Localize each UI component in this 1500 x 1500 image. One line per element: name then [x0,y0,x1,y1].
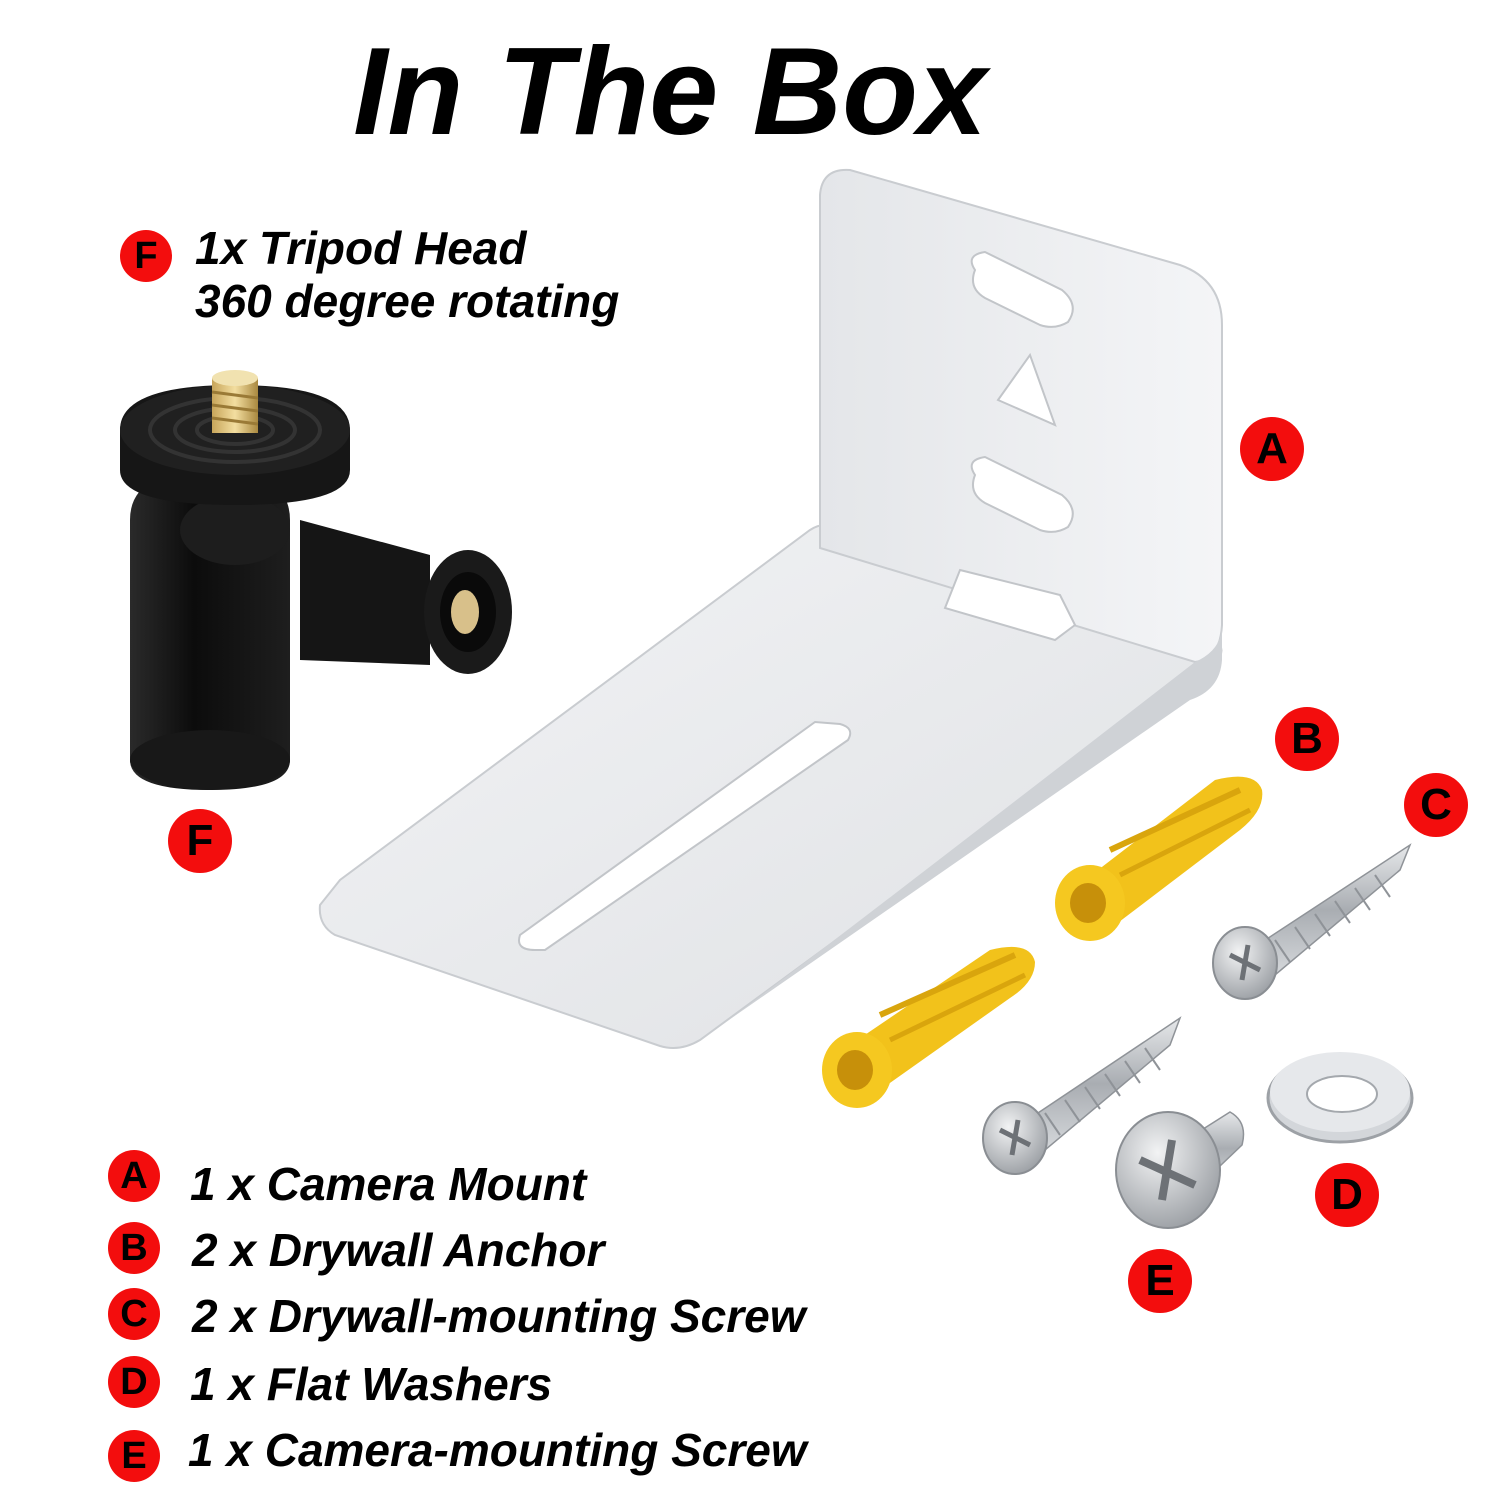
list-item-drywall-anchor: 2 x Drywall Anchor [192,1224,605,1276]
page-title: In The Box [353,23,987,161]
list-badge-e: E [108,1430,160,1482]
badge-f-header: F [120,230,172,282]
drywall-anchor-upper [1055,776,1263,941]
callout-e: E [1128,1249,1192,1313]
drywall-anchor-lower [822,946,1035,1108]
drywall-screw-lower [982,1016,1182,1175]
callout-a: A [1240,417,1304,481]
list-item-drywall-screw: 2 x Drywall-mounting Screw [192,1290,806,1342]
list-item-camera-screw: 1 x Camera-mounting Screw [188,1424,807,1476]
list-item-camera-mount: 1 x Camera Mount [190,1158,587,1210]
list-badge-d: D [108,1356,160,1408]
callout-f: F [168,809,232,873]
tripod-head [120,370,512,790]
list-badge-a: A [108,1150,160,1202]
tripod-subtitle: 360 degree rotating [195,275,620,327]
callout-b: B [1275,707,1339,771]
tripod-title: 1x Tripod Head [195,222,527,274]
list-badge-b: B [108,1222,160,1274]
callout-d: D [1315,1163,1379,1227]
list-badge-c: C [108,1288,160,1340]
drywall-screw-upper [1212,843,1412,1000]
camera-mount-bracket [318,168,1223,1049]
list-item-flat-washers: 1 x Flat Washers [190,1358,553,1410]
callout-c: C [1404,773,1468,837]
flat-washer [1266,1052,1414,1144]
camera-mounting-screw [1115,1111,1245,1229]
